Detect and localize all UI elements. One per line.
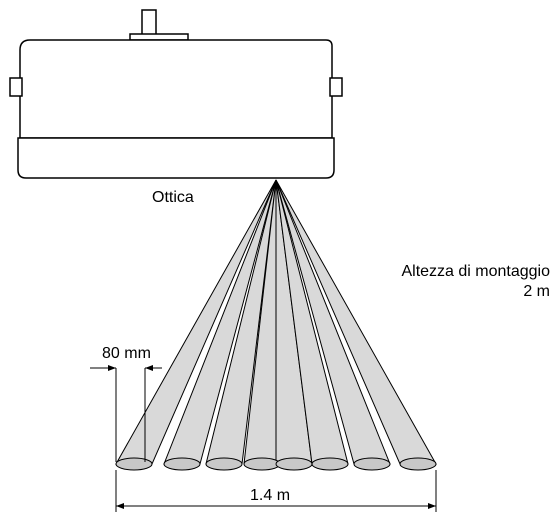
beam-spot-1	[115, 457, 153, 471]
beam-spot-7	[353, 457, 391, 471]
beam-spot-8	[399, 457, 437, 471]
spot-width-label: 80 mm	[102, 345, 151, 362]
beam-spot-6	[311, 457, 349, 471]
housing-body	[19, 39, 333, 139]
optics-strip	[17, 137, 335, 179]
left-tab	[9, 77, 23, 97]
right-tab	[329, 77, 343, 97]
spot-width-dimension	[90, 365, 162, 462]
beam-spot-5	[275, 457, 313, 471]
mounting-height-label: Altezza di montaggio	[401, 263, 550, 280]
beam-spot-2	[163, 457, 201, 471]
total-width-dimension	[115, 470, 437, 512]
beam-fan	[115, 179, 437, 471]
optics-label: Ottica	[152, 189, 194, 206]
beam-spot-4	[243, 457, 281, 471]
beam-spot-3	[205, 457, 243, 471]
sensor-housing	[9, 9, 343, 179]
mounting-height-value: 2 m	[523, 283, 550, 300]
connector-base	[129, 33, 189, 41]
total-width-label: 1.4 m	[250, 487, 290, 504]
